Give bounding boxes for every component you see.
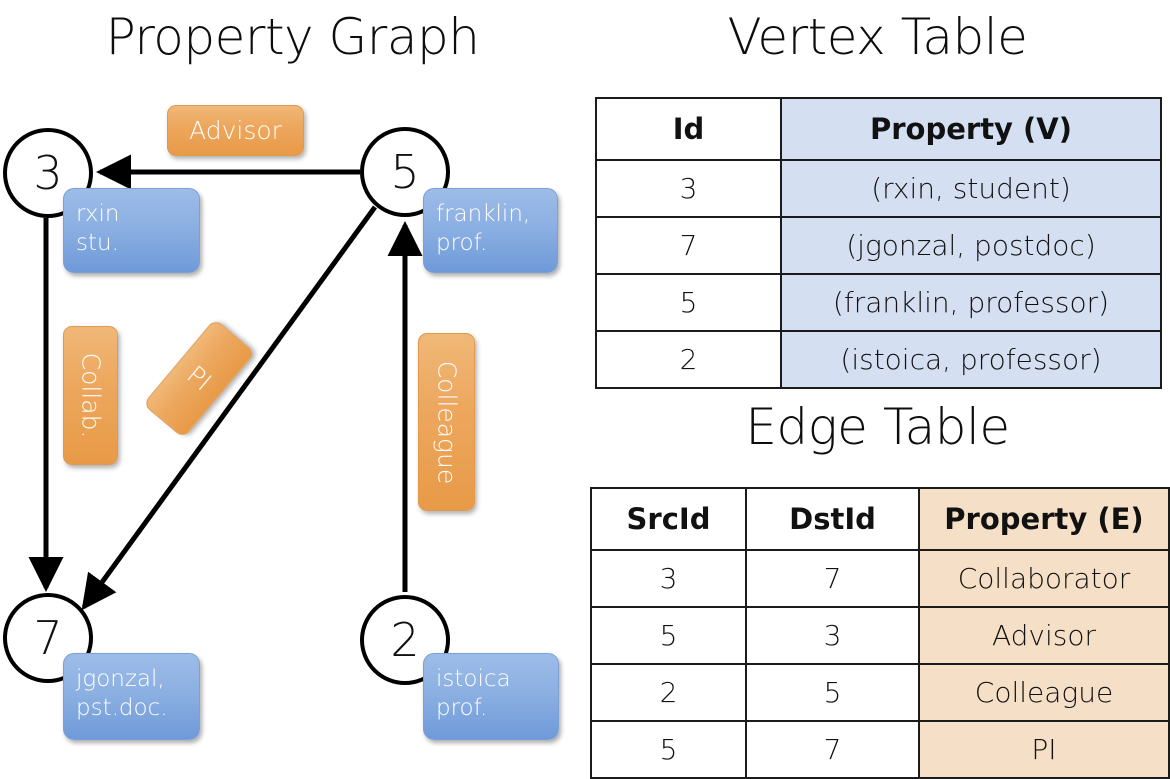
- edge-row-1-dstid: 3: [745, 606, 920, 665]
- table-row[interactable]: 3 (rxin, student): [595, 159, 1162, 218]
- edge-row-3-srcid: 5: [590, 720, 747, 779]
- vertex-property-box-istoica[interactable]: istoica prof.: [423, 653, 559, 740]
- graph-node-2[interactable]: 2: [360, 595, 450, 685]
- graph-node-5-id: 5: [390, 145, 420, 199]
- vertex-property-franklin-role: prof.: [436, 230, 488, 257]
- vertex-row-2-id: 5: [595, 273, 782, 332]
- vertex-row-0-property: (rxin, student): [780, 159, 1162, 218]
- page-title-edge-table: Edge Table: [745, 398, 1010, 456]
- vertex-property-jgonzal-name: jgonzal,: [76, 666, 165, 692]
- edge-label-advisor-text: Advisor: [189, 116, 282, 145]
- table-row[interactable]: 2 (istoica, professor): [595, 330, 1162, 389]
- edge-row-1-property: Advisor: [918, 606, 1170, 665]
- vertex-row-2-property: (franklin, professor): [780, 273, 1162, 332]
- table-row[interactable]: 3 7 Collaborator: [590, 549, 1170, 608]
- property-graph-diagram: 3 5 7 2 rxin stu. franklin, prof. jgonza…: [0, 0, 585, 760]
- edge-label-pi-text: PI: [181, 360, 217, 397]
- edge-line-5-to-7: [81, 205, 378, 611]
- table-row[interactable]: 5 3 Advisor: [590, 606, 1170, 665]
- vertex-property-istoica-role: prof.: [436, 695, 488, 722]
- graph-node-7-id: 7: [33, 611, 63, 665]
- edge-row-3-property: PI: [918, 720, 1170, 779]
- edge-row-0-dstid: 7: [745, 549, 920, 608]
- edge-label-colleague-text: Colleague: [432, 360, 462, 484]
- vertex-property-box-jgonzal[interactable]: jgonzal, pst.doc.: [63, 653, 200, 740]
- edge-row-0-property: Collaborator: [918, 549, 1170, 608]
- table-row[interactable]: 5 7 PI: [590, 720, 1170, 779]
- vertex-property-rxin-role: stu.: [76, 230, 119, 257]
- vertex-table-header-id: Id: [595, 97, 782, 161]
- graph-node-2-id: 2: [390, 613, 420, 667]
- edge-row-2-dstid: 5: [745, 663, 920, 722]
- page-title-vertex-table: Vertex Table: [727, 8, 1028, 66]
- edge-row-1-srcid: 5: [590, 606, 747, 665]
- edge-table-header-dstid: DstId: [745, 487, 920, 551]
- edge-row-0-srcid: 3: [590, 549, 747, 608]
- edge-table-header-srcid: SrcId: [590, 487, 747, 551]
- page-title-property-graph: Property Graph: [105, 8, 480, 66]
- vertex-row-1-property: (jgonzal, postdoc): [780, 216, 1162, 275]
- vertex-property-istoica-name: istoica: [436, 666, 511, 692]
- edge-row-2-srcid: 2: [590, 663, 747, 722]
- vertex-property-box-rxin[interactable]: rxin stu.: [63, 188, 200, 273]
- graph-edge-lines: [28, 154, 423, 611]
- edge-label-collab-text: Collab.: [76, 352, 105, 439]
- vertex-property-rxin-name: rxin: [76, 201, 120, 227]
- edge-label-advisor[interactable]: Advisor: [167, 105, 304, 156]
- vertex-property-franklin-name: franklin,: [436, 201, 531, 227]
- edge-row-2-property: Colleague: [918, 663, 1170, 722]
- graph-node-3-id: 3: [33, 146, 63, 200]
- edge-label-collab[interactable]: Collab.: [63, 326, 118, 465]
- edge-row-3-dstid: 7: [745, 720, 920, 779]
- table-row[interactable]: 2 5 Colleague: [590, 663, 1170, 722]
- vertex-table: Id Property (V) 3 (rxin, student) 7 (jgo…: [595, 97, 1162, 389]
- edge-label-colleague[interactable]: Colleague: [418, 333, 475, 511]
- graph-node-5[interactable]: 5: [360, 127, 450, 217]
- vertex-property-box-franklin[interactable]: franklin, prof.: [423, 188, 558, 273]
- edge-table: SrcId DstId Property (E) 3 7 Collaborato…: [590, 487, 1170, 779]
- vertex-table-header-row: Id Property (V): [595, 97, 1162, 161]
- vertex-row-0-id: 3: [595, 159, 782, 218]
- vertex-row-3-property: (istoica, professor): [780, 330, 1162, 389]
- edge-table-header-property: Property (E): [918, 487, 1170, 551]
- vertex-row-3-id: 2: [595, 330, 782, 389]
- edge-table-header-row: SrcId DstId Property (E): [590, 487, 1170, 551]
- vertex-row-1-id: 7: [595, 216, 782, 275]
- table-row[interactable]: 5 (franklin, professor): [595, 273, 1162, 332]
- vertex-table-header-property: Property (V): [780, 97, 1162, 161]
- table-row[interactable]: 7 (jgonzal, postdoc): [595, 216, 1162, 275]
- vertex-property-jgonzal-role: pst.doc.: [76, 695, 168, 722]
